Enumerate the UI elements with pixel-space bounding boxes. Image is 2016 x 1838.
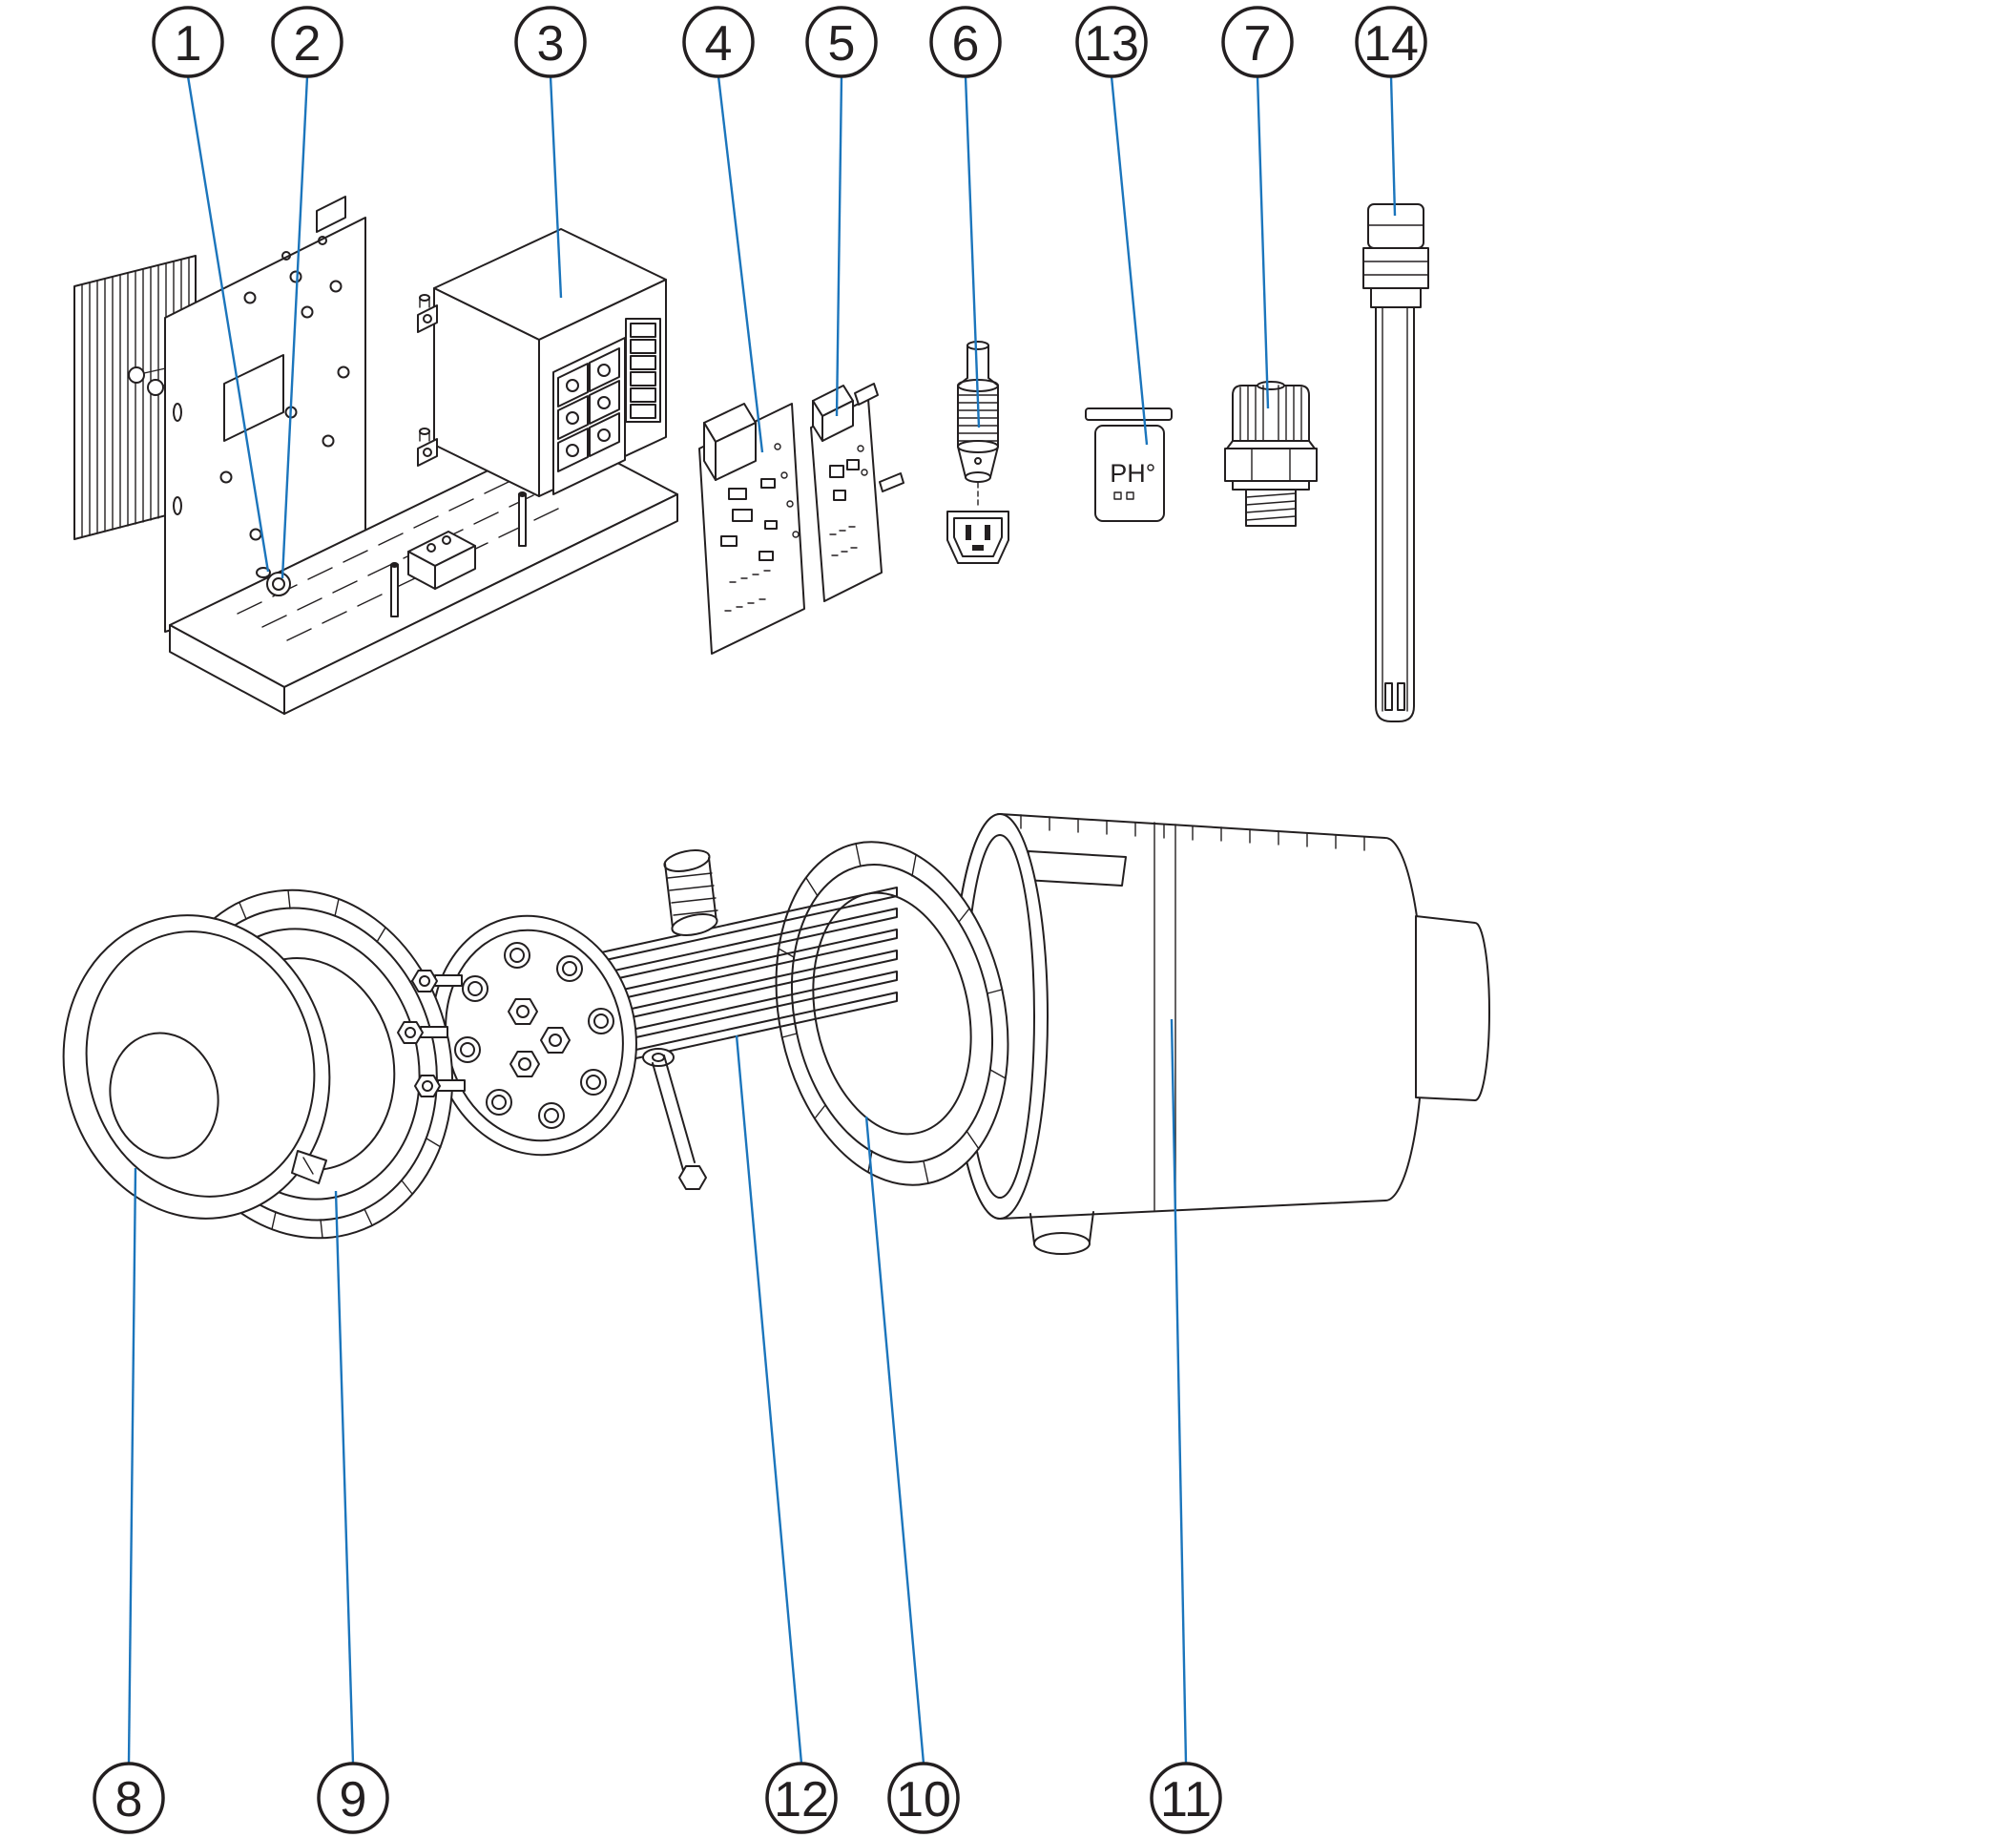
part-8-end-cap: [62, 914, 331, 1220]
callout-6: 6: [929, 6, 1002, 78]
part-14-electrode-probe: [1362, 203, 1429, 722]
part-12-flange: [431, 914, 637, 1157]
callout-10-label: 10: [896, 1772, 951, 1828]
callout-5: 5: [805, 6, 878, 78]
leader-2: [281, 75, 309, 579]
leader-3: [549, 75, 563, 299]
leader-8: [127, 1167, 137, 1765]
callout-7-label: 7: [1244, 16, 1272, 72]
leader-13: [1110, 75, 1149, 446]
callout-14: 14: [1355, 6, 1427, 78]
leader-11: [1170, 1018, 1188, 1765]
part-12-terminal-bolts: [397, 970, 466, 1097]
leader-14: [1389, 75, 1397, 217]
callout-13-label: 13: [1084, 16, 1139, 72]
callout-14-label: 14: [1363, 16, 1419, 72]
leader-6: [964, 75, 981, 428]
part-chassis-tray: [169, 433, 678, 715]
callout-4: 4: [682, 6, 755, 78]
callout-9: 9: [317, 1762, 389, 1834]
callout-9-label: 9: [340, 1772, 367, 1828]
part-12-electrode-pack: [583, 849, 898, 1190]
part-1-2-grommet: [256, 567, 291, 596]
leader-lines: [127, 75, 1397, 1765]
part-10-collar: [775, 841, 1009, 1186]
part-4-pcb: [698, 403, 805, 655]
part-11-cell-housing: [951, 813, 1490, 1255]
callout-3-label: 3: [537, 16, 565, 72]
callout-10: 10: [887, 1762, 960, 1834]
callout-12: 12: [765, 1762, 838, 1834]
leader-9: [334, 1190, 355, 1765]
callout-13: 13: [1075, 6, 1148, 78]
callout-8: 8: [93, 1762, 165, 1834]
callout-2: 2: [271, 6, 343, 78]
callout-3: 3: [514, 6, 587, 78]
part-5-pcb: [810, 383, 904, 602]
leader-4: [717, 75, 764, 453]
callout-1-label: 1: [175, 16, 202, 72]
part-6-cell-terminal: [946, 341, 1009, 564]
callout-8-label: 8: [115, 1772, 143, 1828]
callout-2-label: 2: [294, 16, 322, 72]
callout-11: 11: [1150, 1762, 1222, 1834]
part-3-transformer: [417, 228, 667, 497]
leader-5: [835, 75, 843, 417]
part-13-ph-module: PH: [1085, 407, 1173, 522]
callout-12-label: 12: [774, 1772, 829, 1828]
callout-5-label: 5: [828, 16, 856, 72]
leader-10: [864, 1116, 925, 1765]
callout-6-label: 6: [952, 16, 980, 72]
leader-1: [186, 75, 270, 573]
callout-7: 7: [1221, 6, 1294, 78]
callout-4-label: 4: [705, 16, 733, 72]
callout-1: 1: [152, 6, 224, 78]
ph-label: PH: [1110, 459, 1146, 488]
part-7-cable-gland: [1224, 381, 1318, 527]
leader-12: [735, 1034, 803, 1765]
leader-7: [1256, 75, 1270, 409]
callout-11-label: 11: [1160, 1772, 1212, 1828]
